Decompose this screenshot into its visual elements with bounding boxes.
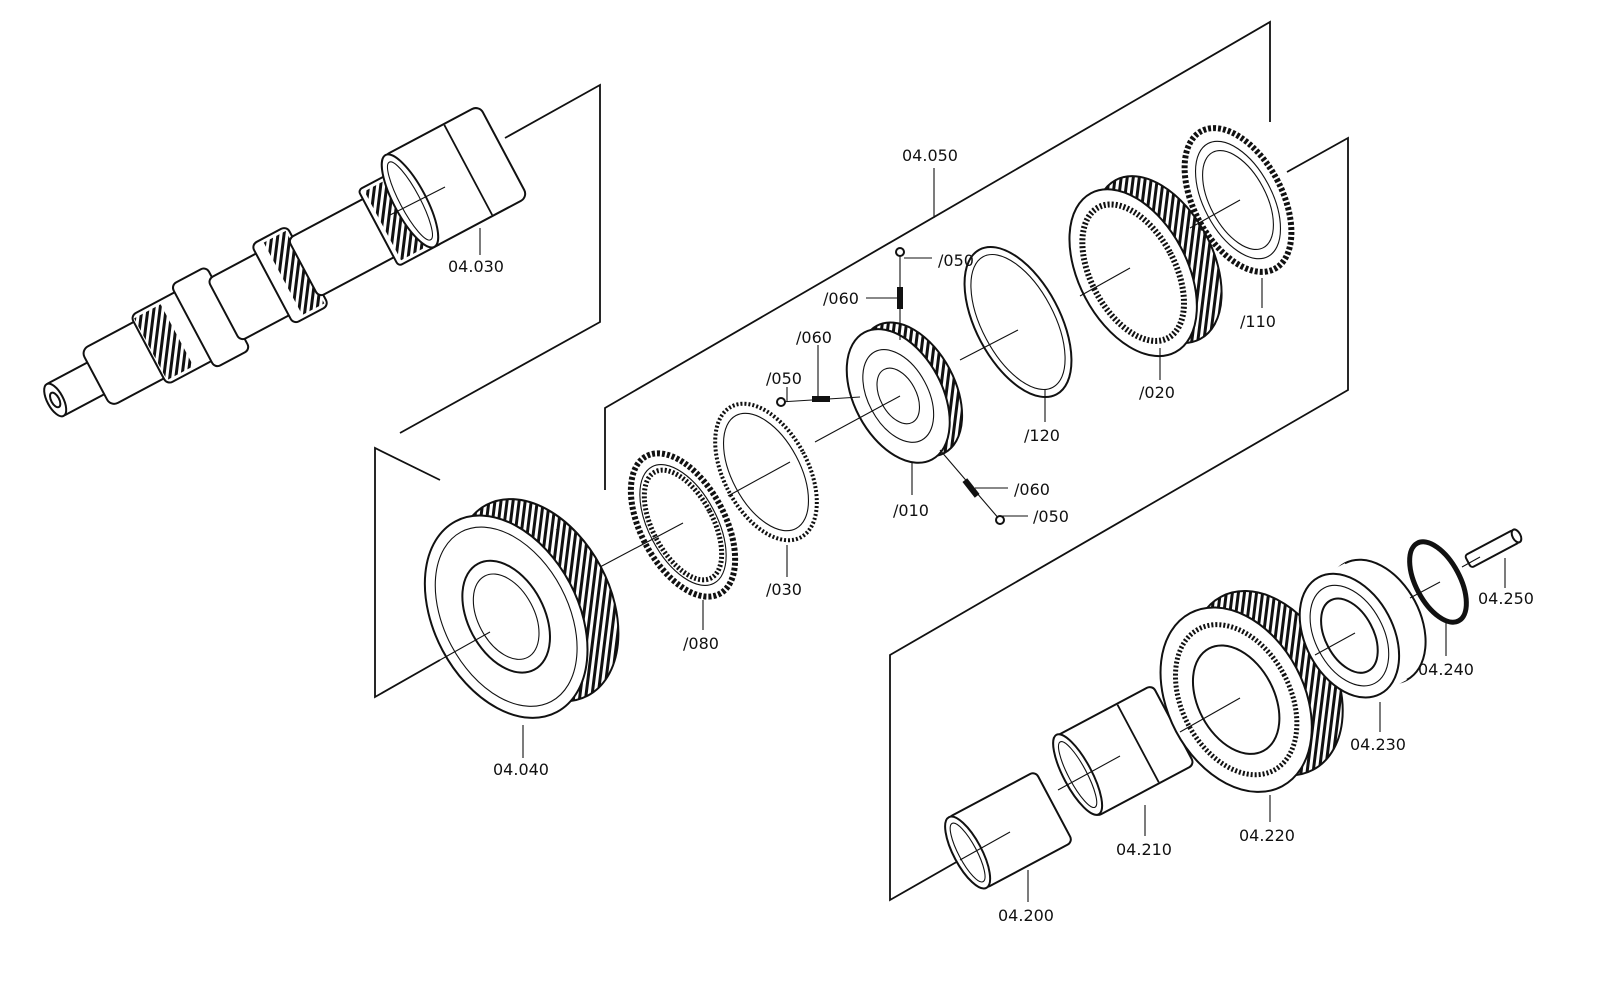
bushing-04-210: [1052, 686, 1194, 816]
main-shaft: [43, 167, 443, 418]
label-04-030: 04.030: [448, 257, 504, 276]
label-010: /010: [893, 501, 929, 520]
label-120: /120: [1024, 426, 1060, 445]
pin-04-250: [1461, 528, 1523, 568]
part-labels: 04.030 04.040 04.050 /050 /060 /060 /050…: [448, 146, 1534, 925]
label-080: /080: [683, 634, 719, 653]
ring-120: [959, 245, 1073, 399]
label-04-200: 04.200: [998, 906, 1054, 925]
label-020: /020: [1139, 383, 1175, 402]
ring-030: [713, 401, 819, 543]
frame-lines: [374, 20, 1349, 902]
label-04-240: 04.240: [1418, 660, 1474, 679]
hub-010: [814, 321, 964, 464]
label-050-top: /050: [938, 251, 974, 270]
label-04-230: 04.230: [1350, 735, 1406, 754]
sleeve-020: [1068, 175, 1223, 358]
bushing-04-030: [380, 107, 527, 249]
synchro-ring-080: [599, 450, 739, 600]
label-04-210: 04.210: [1116, 840, 1172, 859]
bushing-04-200: [944, 772, 1072, 890]
leader-lines: [479, 168, 1506, 902]
label-060-top: /060: [823, 289, 859, 308]
gear-04-040: [423, 498, 620, 719]
label-030: /030: [766, 580, 802, 599]
label-04-040: 04.040: [493, 760, 549, 779]
label-04-050: 04.050: [902, 146, 958, 165]
detent-springs-pins: [776, 247, 1005, 525]
label-04-250: 04.250: [1478, 589, 1534, 608]
bearing-04-230: [1298, 558, 1427, 699]
label-060-right: /060: [1014, 480, 1050, 499]
label-060-left: /060: [796, 328, 832, 347]
snap-ring-04-240: [1407, 539, 1469, 625]
label-050-right: /050: [1033, 507, 1069, 526]
label-050-left: /050: [766, 369, 802, 388]
label-110: /110: [1240, 312, 1276, 331]
synchro-ring-110: [1181, 125, 1295, 275]
label-04-220: 04.220: [1239, 826, 1295, 845]
